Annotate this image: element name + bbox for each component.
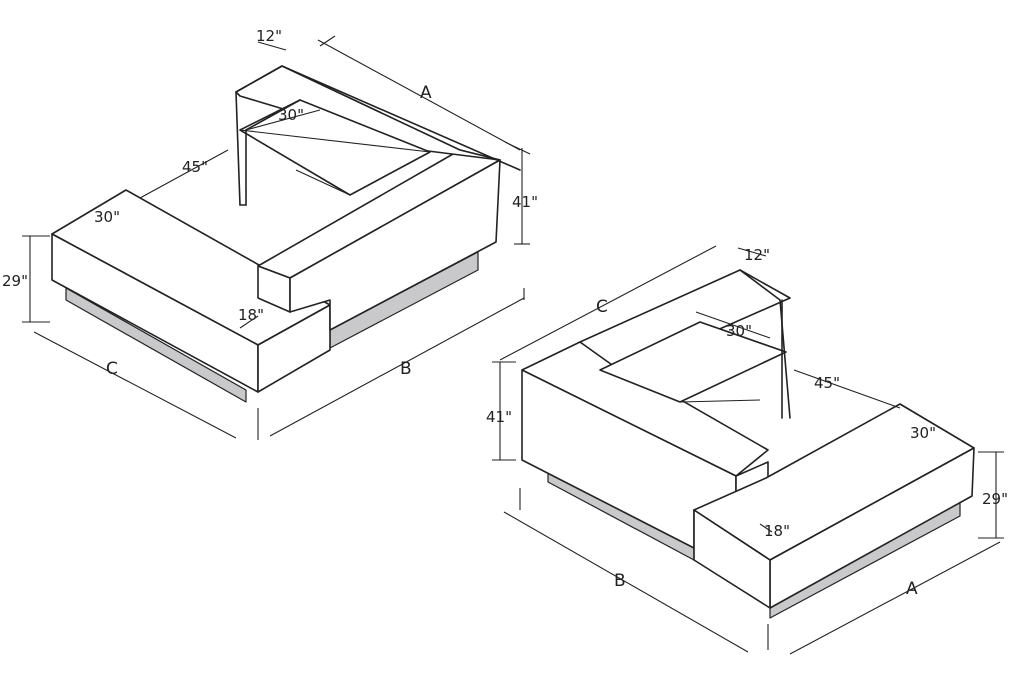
desk-right-dim-height-low: 29": [982, 490, 1008, 508]
desk-right-back-panel: [739, 269, 791, 419]
desk-right-dim-panel-depth: 12": [744, 246, 770, 264]
desk-left-dim-height-low: 29": [2, 272, 28, 290]
desk-left-dim-panel-depth: 12": [256, 27, 282, 45]
desk-right-dim-height-tall: 41": [486, 408, 512, 426]
desk-right-ledge: [579, 269, 791, 373]
desk-right-low-side: [693, 509, 771, 609]
desk-left-dim-c: C: [106, 359, 118, 379]
desk-right-dim-step: 18": [764, 522, 790, 540]
desk-right-dim-a: A: [906, 579, 918, 599]
desk-left-dim-height-tall: 41": [512, 193, 538, 211]
desk-right-dim-shelf: 30": [726, 322, 752, 340]
desk-left-dim-b: B: [400, 359, 412, 379]
desk-left-dim-a: A: [420, 83, 432, 103]
desk-left-low-side: [257, 304, 331, 393]
desk-left-dim-return-len: 45": [182, 158, 208, 176]
desk-left-dim-step: 18": [238, 306, 264, 324]
desk-left: 12" A 30" 41" 45" 30" 29" 18" C B: [2, 27, 538, 440]
desk-left-dimensions: [22, 35, 531, 440]
desk-left-toe-kick: [65, 287, 247, 403]
desk-right-dimensions: [492, 245, 1004, 655]
desk-right-dim-top-depth: 30": [910, 424, 936, 442]
desk-left-dim-top-depth: 30": [94, 208, 120, 226]
desk-left-work-surface: [239, 99, 431, 196]
desk-right-dim-return-len: 45": [814, 374, 840, 392]
desk-right: 12" C 30" 45" 41" 30" 29" 18" B A: [486, 245, 1008, 655]
desk-left-dim-shelf: 30": [278, 106, 304, 124]
desk-right-dim-b: B: [614, 571, 626, 591]
desk-right-dim-c: C: [596, 297, 608, 317]
desk-left-back-panel: [235, 65, 521, 171]
